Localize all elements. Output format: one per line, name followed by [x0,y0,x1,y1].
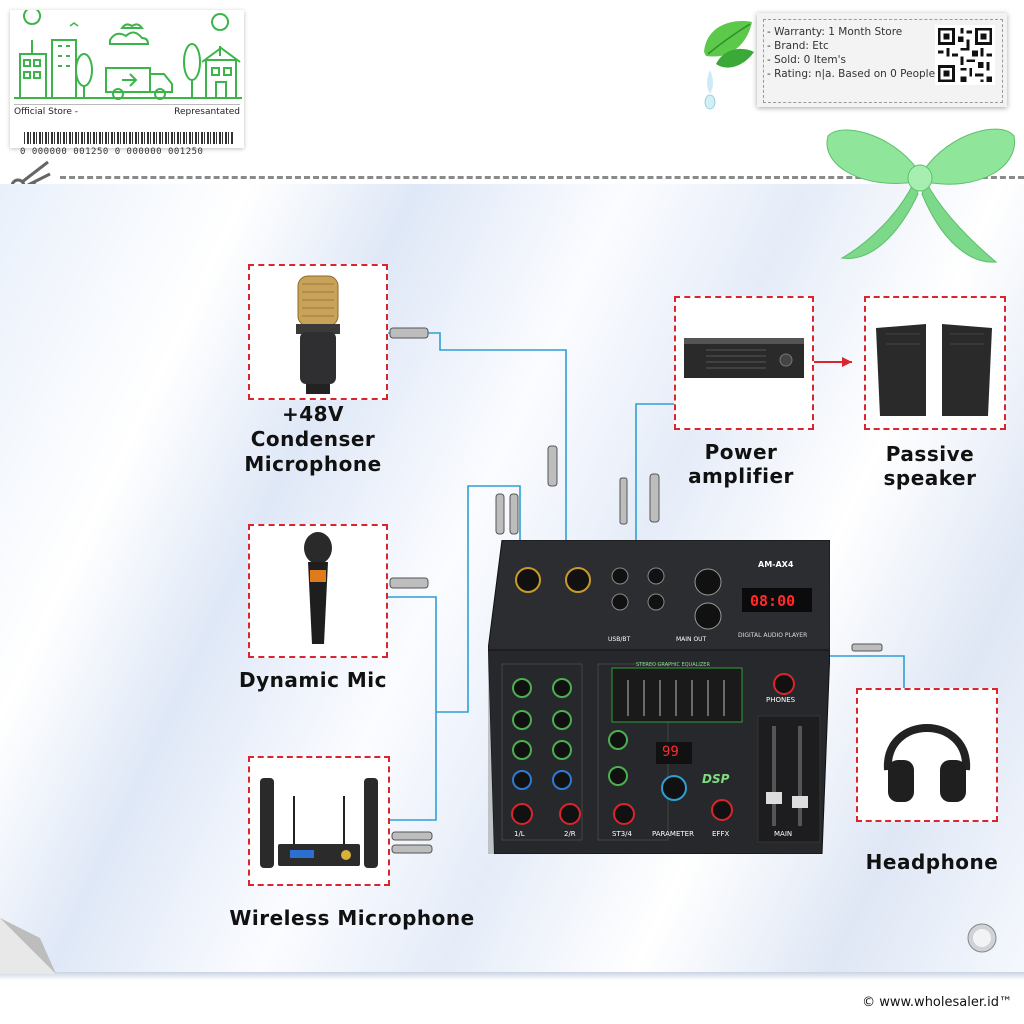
power-amplifier-box [674,296,814,430]
store-card: Official Store - Represantated 0 000000 … [10,10,244,157]
wireless-mic-icon [260,778,378,868]
mixer-ch2-label: 2/R [564,830,576,838]
page-curl-icon [0,918,56,974]
power-amplifier-icon [684,338,804,378]
condenser-label-line2: Condenser [250,427,376,451]
dynamic-mic-icon [304,532,332,644]
headphone-label: Headphone [865,850,999,874]
info-sold: - Sold: 0 Item's [767,54,846,66]
info-brand: - Brand: Etc [767,40,829,52]
condenser-label-line3: Microphone [244,452,382,476]
condenser-mic-box [248,264,388,400]
passive-speaker-box [864,296,1006,430]
cut-line [60,176,1024,179]
mixer-model: AM-AX4 [758,560,794,569]
condenser-mic-icon [296,275,340,394]
store-right-label: Represantated [174,107,240,117]
mixer-usb-label: USB/BT [608,636,631,643]
store-caption-row: Official Store - Represantated [14,104,240,117]
wire-headphone [826,655,905,688]
dynamic-mic-label: Dynamic Mic [239,668,387,692]
mixer-eq-label: STEREO GRAPHIC EQUALIZER [636,662,710,668]
headphone-box [856,688,998,822]
store-left-label: Official Store - [14,107,79,117]
metal-button-icon [967,923,997,953]
leaf-droplet-icon [704,21,754,110]
headphone-icon [883,724,971,802]
dynamic-mic-box [248,524,388,658]
mixer-ch1-label: 1/L [514,830,525,838]
wire-bus-dynamic [436,485,521,713]
passive-speaker-label: Passive speaker [883,442,977,490]
wireless-mic-box [248,756,390,886]
barcode [24,132,234,144]
store-illustration [14,10,242,100]
qr-code [935,25,995,85]
condenser-mic-label: +48V Condenser Microphone [238,402,388,477]
info-warranty: - Warranty: 1 Month Store [767,26,903,38]
product-info-card: - Warranty: 1 Month Store - Brand: Etc -… [757,13,1007,107]
mixer-effx-label: EFFX [712,830,730,838]
mixer-st34-label: ST3/4 [612,830,632,838]
mixer-display: 08:00 [750,592,796,610]
info-rating: - Rating: n|a. Based on 0 People [767,68,936,80]
barcode-number: 0 000000 001250 0 000000 001250 [20,147,204,157]
mixer-main-label: MAIN [774,830,793,838]
passive-speaker-icon [876,324,992,416]
wireless-mic-label: Wireless Microphone [229,906,475,930]
wire-amp [635,403,674,548]
condenser-label-line1: +48V [281,402,345,426]
power-amplifier-label: Power amplifier [688,440,794,488]
wire-dynamic [386,596,437,821]
copyright-footer: © www.wholesaler.id™ [862,995,1012,1010]
audio-mixer: AM-AX4 08:00 DIGITAL AUDIO PLAYER STEREO… [487,539,831,855]
panel-shadow [0,972,1024,980]
info-dashed-frame [763,19,1003,103]
mixer-player-label: DIGITAL AUDIO PLAYER [738,632,808,639]
mixer-body [487,539,831,855]
mixer-dsp-value: 99 [662,744,679,760]
mixer-dsp-badge: DSP [702,772,730,786]
mixer-main-out-label: MAIN OUT [676,636,707,643]
mixer-phones-label: PHONES [766,696,796,704]
info-list: - Warranty: 1 Month Store - Brand: Etc -… [767,25,935,81]
ribbon-bow-icon [826,128,1016,263]
mixer-parameter-label: PARAMETER [652,830,694,838]
